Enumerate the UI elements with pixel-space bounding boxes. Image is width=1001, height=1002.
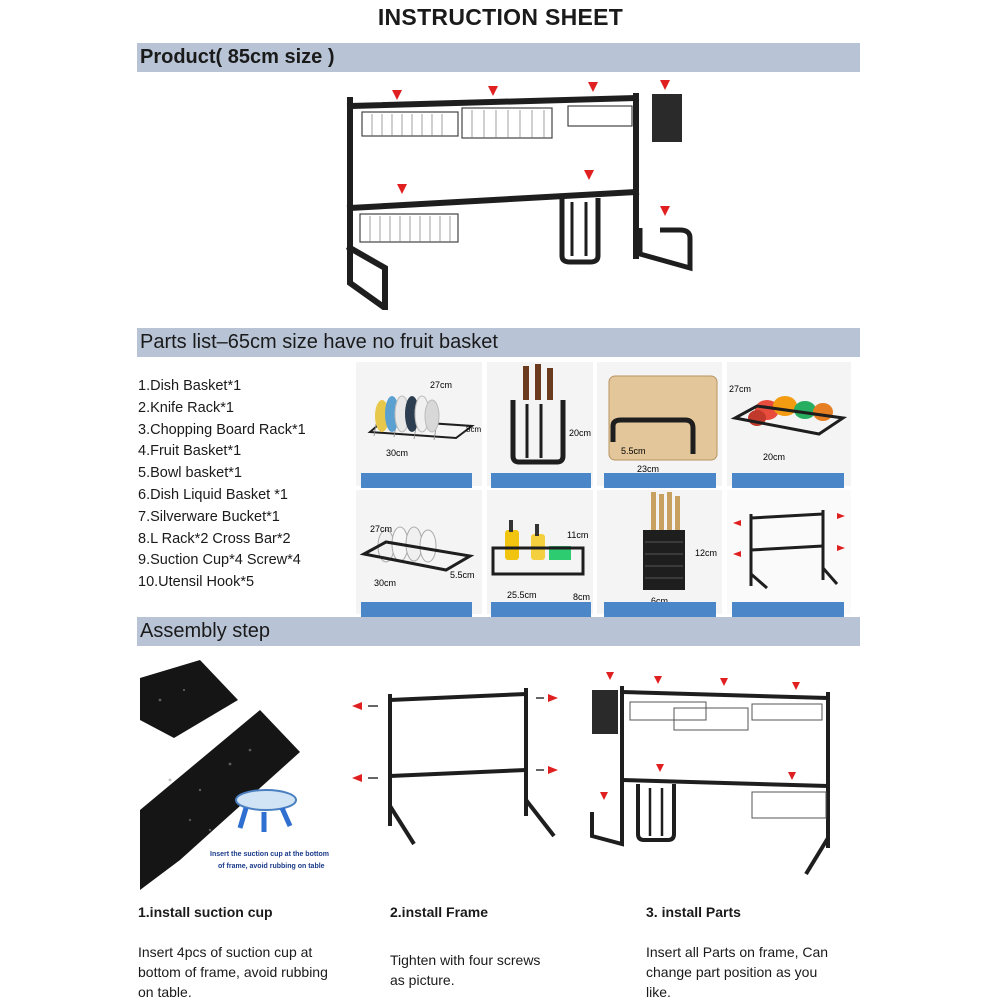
caption-bar [491,602,591,617]
part-item-knife-rack: 2.Knife Rack*1 [138,399,234,416]
thumb-dish-basket: 27cm 30cm 8cm [356,362,482,486]
dim-dish-depth: 27cm [430,380,452,390]
caption-bar [604,473,716,488]
dim-knife-height: 20cm [569,428,591,438]
parts-installed-illustration [590,672,830,876]
part-item-l-rack: 8.L Rack*2 Cross Bar*2 [138,530,291,547]
step-2-description: Tighten with four screws as picture. [390,950,540,990]
suction-caption-line2: of frame, avoid rubbing on table [218,863,325,870]
step-1-description: Insert 4pcs of suction cup at bottom of … [138,942,328,1002]
suction-cup-illustration: Insert the suction cup at the bottom of … [140,660,352,890]
dim-bowl-width: 30cm [374,578,396,588]
part-item-silverware-bucket: 7.Silverware Bucket*1 [138,508,280,525]
dim-liquid-width: 25.5cm [507,590,537,600]
page-title: INSTRUCTION SHEET [377,4,624,30]
product-heading: Product( 85cm size ) [137,43,860,72]
dim-board-height: 23cm [637,464,659,474]
step-2-title: 2.install Frame [390,904,489,920]
step-3-line3: like. [646,984,671,1000]
parts-list: 1.Dish Basket*1 2.Knife Rack*1 3.Choppin… [138,376,306,594]
caption-bar [732,602,844,617]
step-1-line1: Insert 4pcs of suction cup at [138,944,313,960]
part-item-chopping-board-rack: 3.Chopping Board Rack*1 [138,421,306,438]
step-2-line2: as picture. [390,972,455,988]
thumb-liquid-basket: 11cm 25.5cm 8cm [487,490,593,614]
thumb-silverware-bucket: 12cm 6cm [597,490,722,614]
assembly-heading: Assembly step [137,617,860,646]
part-item-dish-basket: 1.Dish Basket*1 [138,378,242,394]
product-illustration [345,80,693,310]
dim-liquid-depth: 8cm [573,592,590,602]
suction-caption-line1: Insert the suction cup at the bottom [210,851,329,858]
dim-fruit-width: 20cm [763,452,785,462]
caption-bar [491,473,591,488]
thumb-l-rack-frame [727,490,851,614]
thumb-knife-rack: 20cm [487,362,593,486]
step-3-line2: change part position as you [646,964,818,980]
dim-board-width: 5.5cm [621,446,646,456]
caption-bar [361,602,472,617]
thumb-fruit-basket: 27cm 20cm [727,362,851,486]
thumb-board-rack: 5.5cm 23cm [597,362,722,486]
dim-bowl-depth: 27cm [370,524,392,534]
dim-dish-width: 30cm [386,448,408,458]
dim-bucket-height: 12cm [695,548,717,558]
frame-illustration [352,688,558,846]
part-item-bowl-basket: 5.Bowl basket*1 [138,465,242,482]
part-item-fruit-basket: 4.Fruit Basket*1 [138,443,242,460]
caption-bar [604,602,716,617]
dim-bucket-width: 6cm [651,596,668,606]
caption-bar [361,473,472,488]
dim-bowl-height: 5.5cm [450,570,475,580]
part-item-dish-liquid-basket: 6.Dish Liquid Basket *1 [138,486,288,503]
thumb-bowl-basket: 27cm 30cm 5.5cm [356,490,482,614]
step-1-line2: bottom of frame, avoid rubbing [138,964,328,980]
caption-bar [732,473,844,488]
parts-heading: Parts list–65cm size have no fruit baske… [137,328,860,357]
dim-fruit-depth: 27cm [729,384,751,394]
dim-dish-height: 8cm [466,425,481,434]
step-2-line1: Tighten with four screws [390,952,541,968]
part-item-suction-cup: 9.Suction Cup*4 Screw*4 [138,552,301,569]
dim-liquid-height: 11cm [567,530,588,540]
part-item-utensil-hook: 10.Utensil Hook*5 [138,574,255,591]
step-3-description: Insert all Parts on frame, Can change pa… [646,942,828,1002]
step-1-line3: on table. [138,984,192,1000]
step-1-title: 1.install suction cup [138,904,273,920]
step-3-title: 3. install Parts [646,904,741,920]
step-3-line1: Insert all Parts on frame, Can [646,944,829,960]
